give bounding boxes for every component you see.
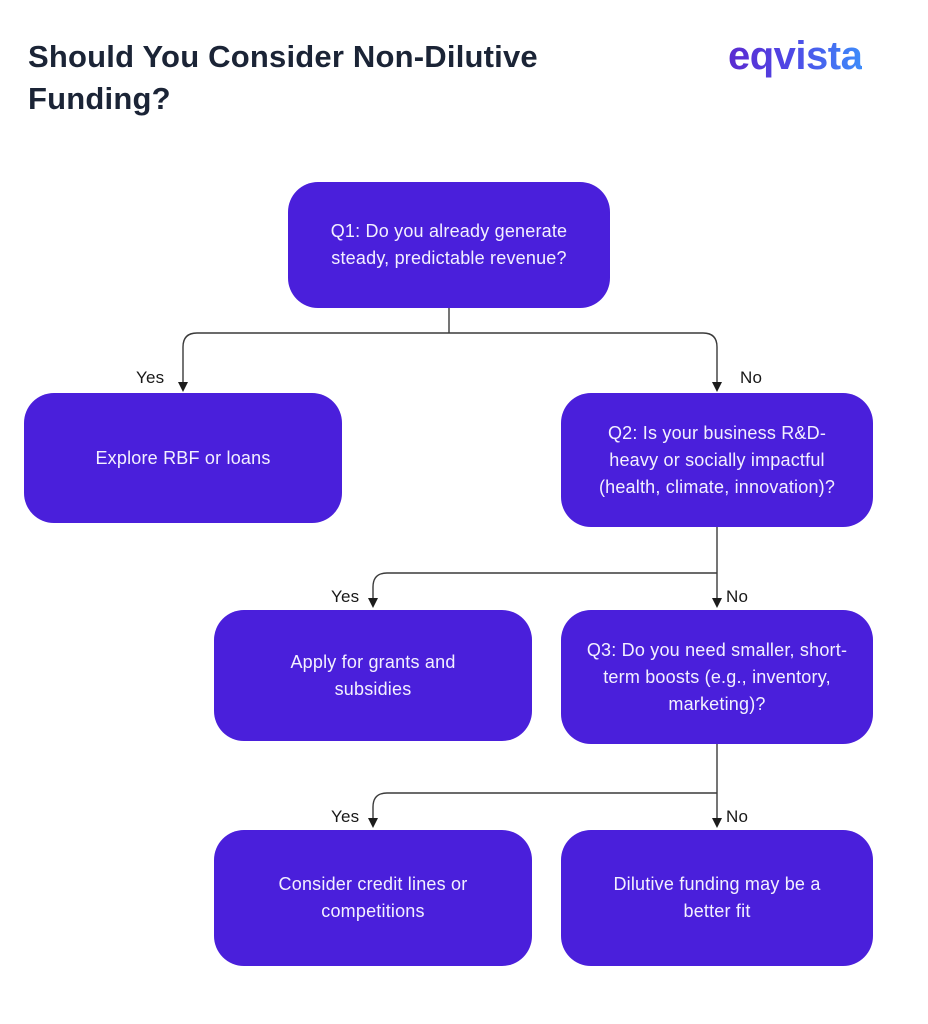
node-dilutive: Dilutive funding may be a better fit <box>561 830 873 966</box>
node-explore-rbf-label: Explore RBF or loans <box>95 447 271 468</box>
page-title: Should You Consider Non-Dilutive Funding… <box>28 39 538 117</box>
edge-label-q2-no: No <box>726 587 749 606</box>
edge-label-q1-no: No <box>740 368 763 387</box>
edge-q3-yes <box>372 792 717 825</box>
arrowhead-explore <box>178 382 188 392</box>
node-q1-label: Q1: Do you already generate steady, pred… <box>330 221 568 268</box>
edge-q1-branches <box>182 332 718 390</box>
edge-label-q3-yes: Yes <box>331 807 360 826</box>
arrowhead-dilutive <box>712 818 722 828</box>
node-q3-label: Q3: Do you need smaller, short-term boos… <box>586 639 848 714</box>
eqvista-logo: eqvista <box>728 34 863 78</box>
node-q2-label: Q2: Is your business R&D-heavy or social… <box>598 422 836 497</box>
node-q1: Q1: Do you already generate steady, pred… <box>288 182 610 308</box>
node-q3: Q3: Do you need smaller, short-term boos… <box>561 610 873 744</box>
edge-label-q1-yes: Yes <box>136 368 165 387</box>
edge-label-q3-no: No <box>726 807 749 826</box>
node-q2: Q2: Is your business R&D-heavy or social… <box>561 393 873 527</box>
arrowhead-q3 <box>712 598 722 608</box>
node-explore-rbf: Explore RBF or loans <box>24 393 342 523</box>
node-credit-lines: Consider credit lines or competitions <box>214 830 532 966</box>
arrowhead-credit <box>368 818 378 828</box>
node-apply-grants-label: Apply for grants and subsidies <box>290 651 456 699</box>
node-credit-lines-label: Consider credit lines or competitions <box>278 874 468 921</box>
arrowhead-grants <box>368 598 378 608</box>
node-apply-grants: Apply for grants and subsidies <box>214 610 532 741</box>
arrowhead-q2 <box>712 382 722 392</box>
edge-q2-yes <box>372 572 717 605</box>
node-dilutive-label: Dilutive funding may be a better fit <box>613 874 821 921</box>
edge-label-q2-yes: Yes <box>331 587 360 606</box>
